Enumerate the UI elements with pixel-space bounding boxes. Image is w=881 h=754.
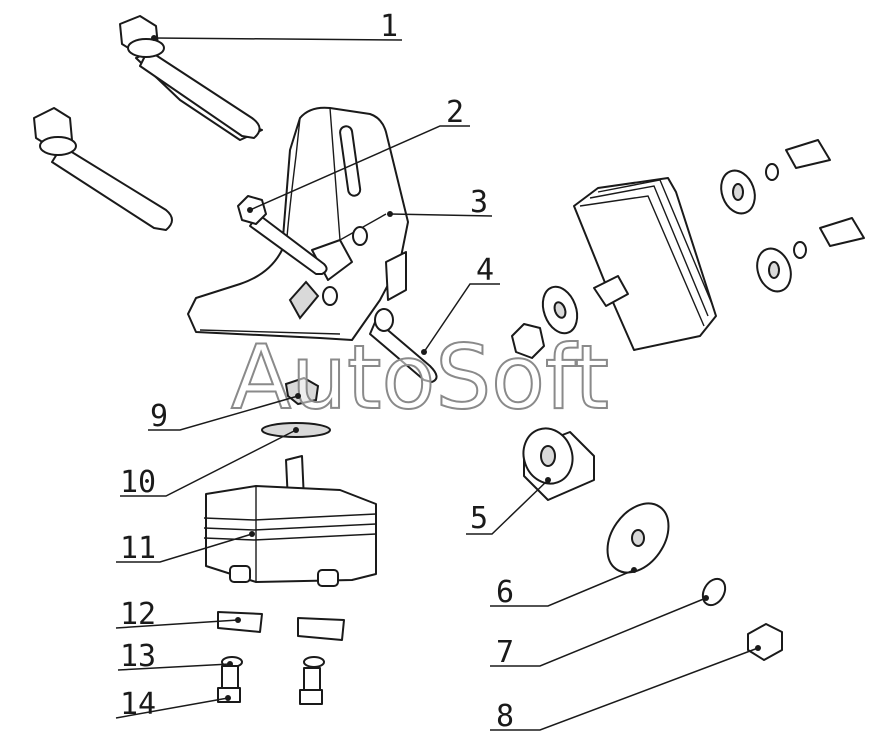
callout-4: 4 <box>476 253 494 288</box>
part-1-long-bolt-upper <box>119 15 263 141</box>
callout-6: 6 <box>496 575 514 610</box>
leader-dots <box>151 35 761 701</box>
callout-14: 14 <box>120 687 156 722</box>
part-3-mount-bracket <box>187 106 409 341</box>
part-6-flat-washer <box>606 502 670 574</box>
part-5-thick-washer <box>522 427 595 501</box>
callout-8: 8 <box>496 699 514 734</box>
part-7-spring-washer <box>701 577 727 607</box>
callout-3: 3 <box>470 185 488 220</box>
part-1-long-bolt-lower <box>33 107 173 231</box>
right-washers-bolts <box>720 139 865 293</box>
callout-1: 1 <box>380 9 398 44</box>
callout-2: 2 <box>446 95 464 130</box>
part-14-bolts <box>217 665 323 705</box>
right-mount-block <box>511 177 717 359</box>
callout-12: 12 <box>120 597 156 632</box>
callout-13: 13 <box>120 639 156 674</box>
callout-5: 5 <box>470 501 488 536</box>
part-8-nut <box>747 623 783 661</box>
watermark: AutoSoft <box>231 326 609 429</box>
part-11-rubber-block <box>203 455 377 587</box>
part-2-small-bolt <box>237 195 328 275</box>
callout-9: 9 <box>150 399 168 434</box>
part-12-spacers <box>217 611 345 641</box>
callout-10: 10 <box>120 465 156 500</box>
callout-7: 7 <box>496 635 514 670</box>
callout-11: 11 <box>120 531 156 566</box>
leader-lines <box>115 37 759 731</box>
part-4-spacer-tube <box>369 308 438 383</box>
